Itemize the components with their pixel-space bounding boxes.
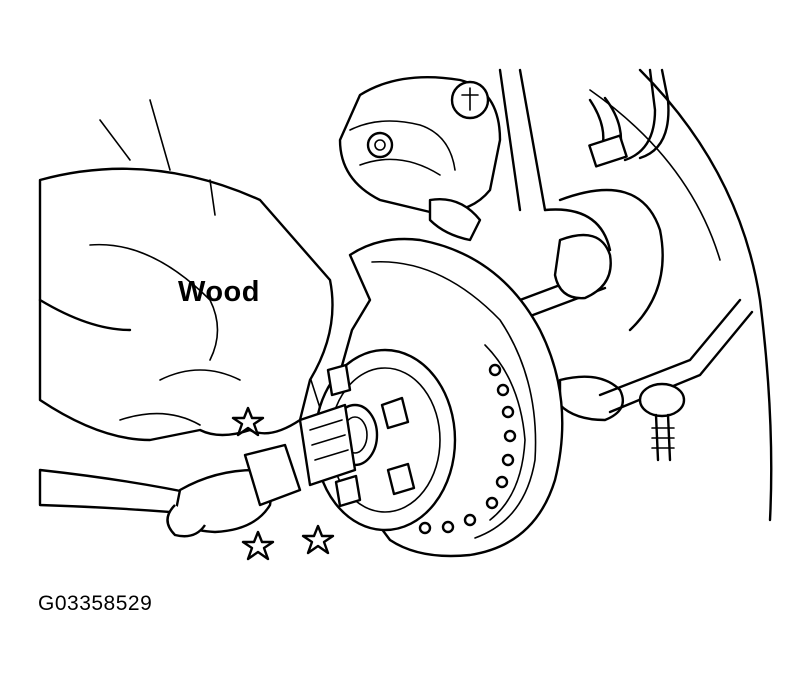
wood-callout-label: Wood [178,276,260,308]
impact-star-icon [231,406,265,437]
wood-block [298,403,357,487]
wheel-well-arc [589,68,773,522]
brake-hose [588,68,670,168]
tie-rod [518,233,754,462]
steering-knuckle [498,68,664,332]
lug-stud [334,474,362,508]
lug-stud [380,396,410,430]
impact-star-icon [301,524,335,555]
hand [38,99,334,442]
hammer [38,443,302,538]
impact-star-icon [241,530,275,561]
brake-caliper [338,75,502,242]
lug-stud [326,363,352,397]
lug-stud [386,462,416,496]
figure-id: G03358529 [38,592,153,615]
